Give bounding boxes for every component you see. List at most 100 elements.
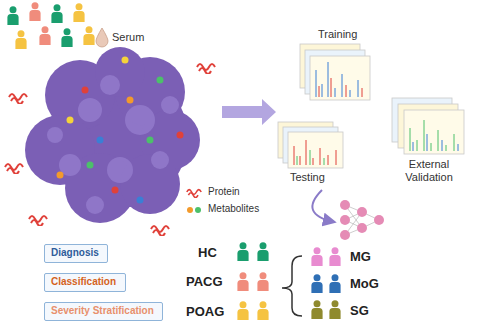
population-icons-part xyxy=(73,3,84,22)
blob-texture-part xyxy=(100,75,120,95)
metabolite-dots-part xyxy=(67,117,74,124)
metabolite-dots-part xyxy=(127,97,134,104)
group-icons-part xyxy=(257,272,268,291)
protein-blob-part xyxy=(95,47,145,97)
blob-texture xyxy=(47,75,179,214)
population-icons-part xyxy=(61,28,72,47)
population-icons-part xyxy=(39,26,50,45)
group-label: PACG xyxy=(186,275,223,290)
metabolite-dots-part xyxy=(112,187,119,194)
legend-icons xyxy=(187,190,201,213)
group-icons-part xyxy=(257,301,268,320)
curved-arrow xyxy=(312,190,334,222)
group-icons-part xyxy=(329,274,340,293)
metabolite-dots-part xyxy=(122,57,129,64)
blob-texture-part xyxy=(78,98,102,122)
blob-texture-part xyxy=(151,151,169,169)
group-icons-part xyxy=(329,300,340,319)
metabolite-dots-part xyxy=(57,172,64,179)
flow-arrow xyxy=(222,99,276,125)
set-label: Testing xyxy=(290,171,325,184)
group-icons-part xyxy=(329,247,340,266)
metabolite-dots-part xyxy=(157,77,164,84)
legend-icons-part xyxy=(195,207,201,213)
group-icons-part xyxy=(311,300,322,319)
protein-icons-part xyxy=(9,94,27,104)
set-label: External Validation xyxy=(392,158,466,183)
protein-icons-part xyxy=(197,64,215,74)
group-label: HC xyxy=(198,246,217,261)
group-label: MG xyxy=(350,250,371,265)
task-box: Diagnosis xyxy=(44,244,108,263)
legend-label: Protein xyxy=(208,186,240,198)
neural-net-part xyxy=(345,205,379,235)
neural-net xyxy=(340,200,384,240)
neural-net-part-part xyxy=(357,223,367,233)
neural-net-part-part xyxy=(345,205,379,235)
group-icons-part xyxy=(257,242,268,261)
metabolite-dots xyxy=(57,57,184,204)
neural-net-part-part xyxy=(340,200,350,210)
spectrum-peaks-part xyxy=(413,134,458,151)
population-icons-part xyxy=(15,30,26,49)
metabolite-dots-part xyxy=(87,162,94,169)
spectra-panels-part xyxy=(310,56,370,100)
population-icons-part xyxy=(7,6,18,25)
spectra-panels-part xyxy=(288,132,343,168)
group-icons-part xyxy=(311,247,322,266)
group-icons-part xyxy=(237,272,248,291)
group-icons xyxy=(237,242,340,320)
spectrum-peaks-part xyxy=(319,78,362,97)
blob-texture-part xyxy=(125,105,155,135)
protein-icons xyxy=(5,64,215,236)
metabolite-dots-part xyxy=(82,87,89,94)
population-icons xyxy=(7,2,94,49)
task-text: Severity Stratification xyxy=(51,305,154,317)
serum-drop xyxy=(96,28,108,47)
spectrum-peaks-part xyxy=(316,62,358,97)
blob-texture-part xyxy=(86,196,104,214)
blob-texture-part xyxy=(161,96,179,114)
protein-icons-part xyxy=(5,164,23,174)
protein-blob xyxy=(25,47,200,223)
group-icons-part xyxy=(237,242,248,261)
group-label: POAG xyxy=(186,305,224,320)
neural-net-part-part xyxy=(340,230,350,240)
metabolite-dots-part xyxy=(147,137,154,144)
task-text: Classification xyxy=(51,276,116,288)
neural-net-part-part xyxy=(357,207,367,217)
blob-texture-part xyxy=(47,127,63,143)
metabolite-dots-part xyxy=(177,132,184,139)
spectrum-peaks xyxy=(294,62,458,165)
blob-texture-part xyxy=(107,157,133,183)
population-icons-part xyxy=(83,26,94,45)
group-label: SG xyxy=(350,304,369,319)
spectrum-peaks-part xyxy=(294,140,336,165)
metabolite-dots-part xyxy=(137,197,144,204)
set-label: Training xyxy=(318,28,357,41)
spectra-panels xyxy=(278,44,464,168)
spectrum-peaks-part xyxy=(410,120,454,151)
neural-net-part xyxy=(340,200,384,240)
neural-net-part-part xyxy=(374,215,384,225)
population-icons-part xyxy=(51,4,62,23)
task-box: Severity Stratification xyxy=(44,302,163,321)
spectrum-peaks-part xyxy=(297,150,324,165)
sample-label: Serum xyxy=(112,31,144,44)
legend-label: Metabolites xyxy=(208,203,259,215)
neural-net-part-part xyxy=(340,215,350,225)
task-text: Diagnosis xyxy=(51,247,99,259)
metabolite-dots-part xyxy=(97,137,104,144)
task-box: Classification xyxy=(44,273,126,292)
legend-icons-part xyxy=(187,207,193,213)
population-icons-part xyxy=(29,2,40,21)
spectra-panels-part xyxy=(404,110,464,154)
legend-icons-part xyxy=(187,190,201,198)
protein-icons-part xyxy=(151,226,169,236)
group-icons-part xyxy=(237,301,248,320)
group-label: MoG xyxy=(350,277,379,292)
group-icons-part xyxy=(311,274,322,293)
severity-bracket xyxy=(282,256,302,316)
protein-icons-part xyxy=(29,216,47,226)
